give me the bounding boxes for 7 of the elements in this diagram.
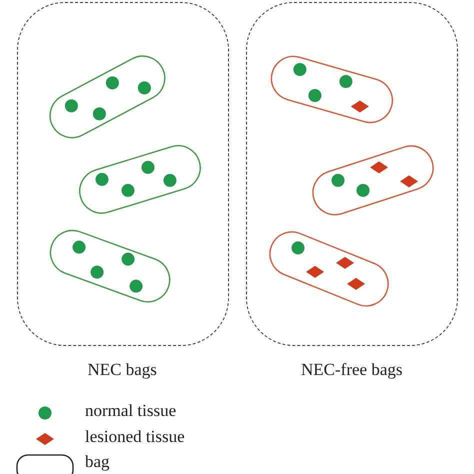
- group-label: NEC-free bags: [301, 360, 402, 380]
- group-label: NEC bags: [88, 360, 157, 380]
- legend-label: bag: [85, 452, 110, 472]
- dashed-group-border: [17, 2, 229, 346]
- legend-label: normal tissue: [85, 401, 176, 421]
- legend-label: lesioned tissue: [85, 427, 185, 447]
- dashed-group-border: [246, 2, 458, 346]
